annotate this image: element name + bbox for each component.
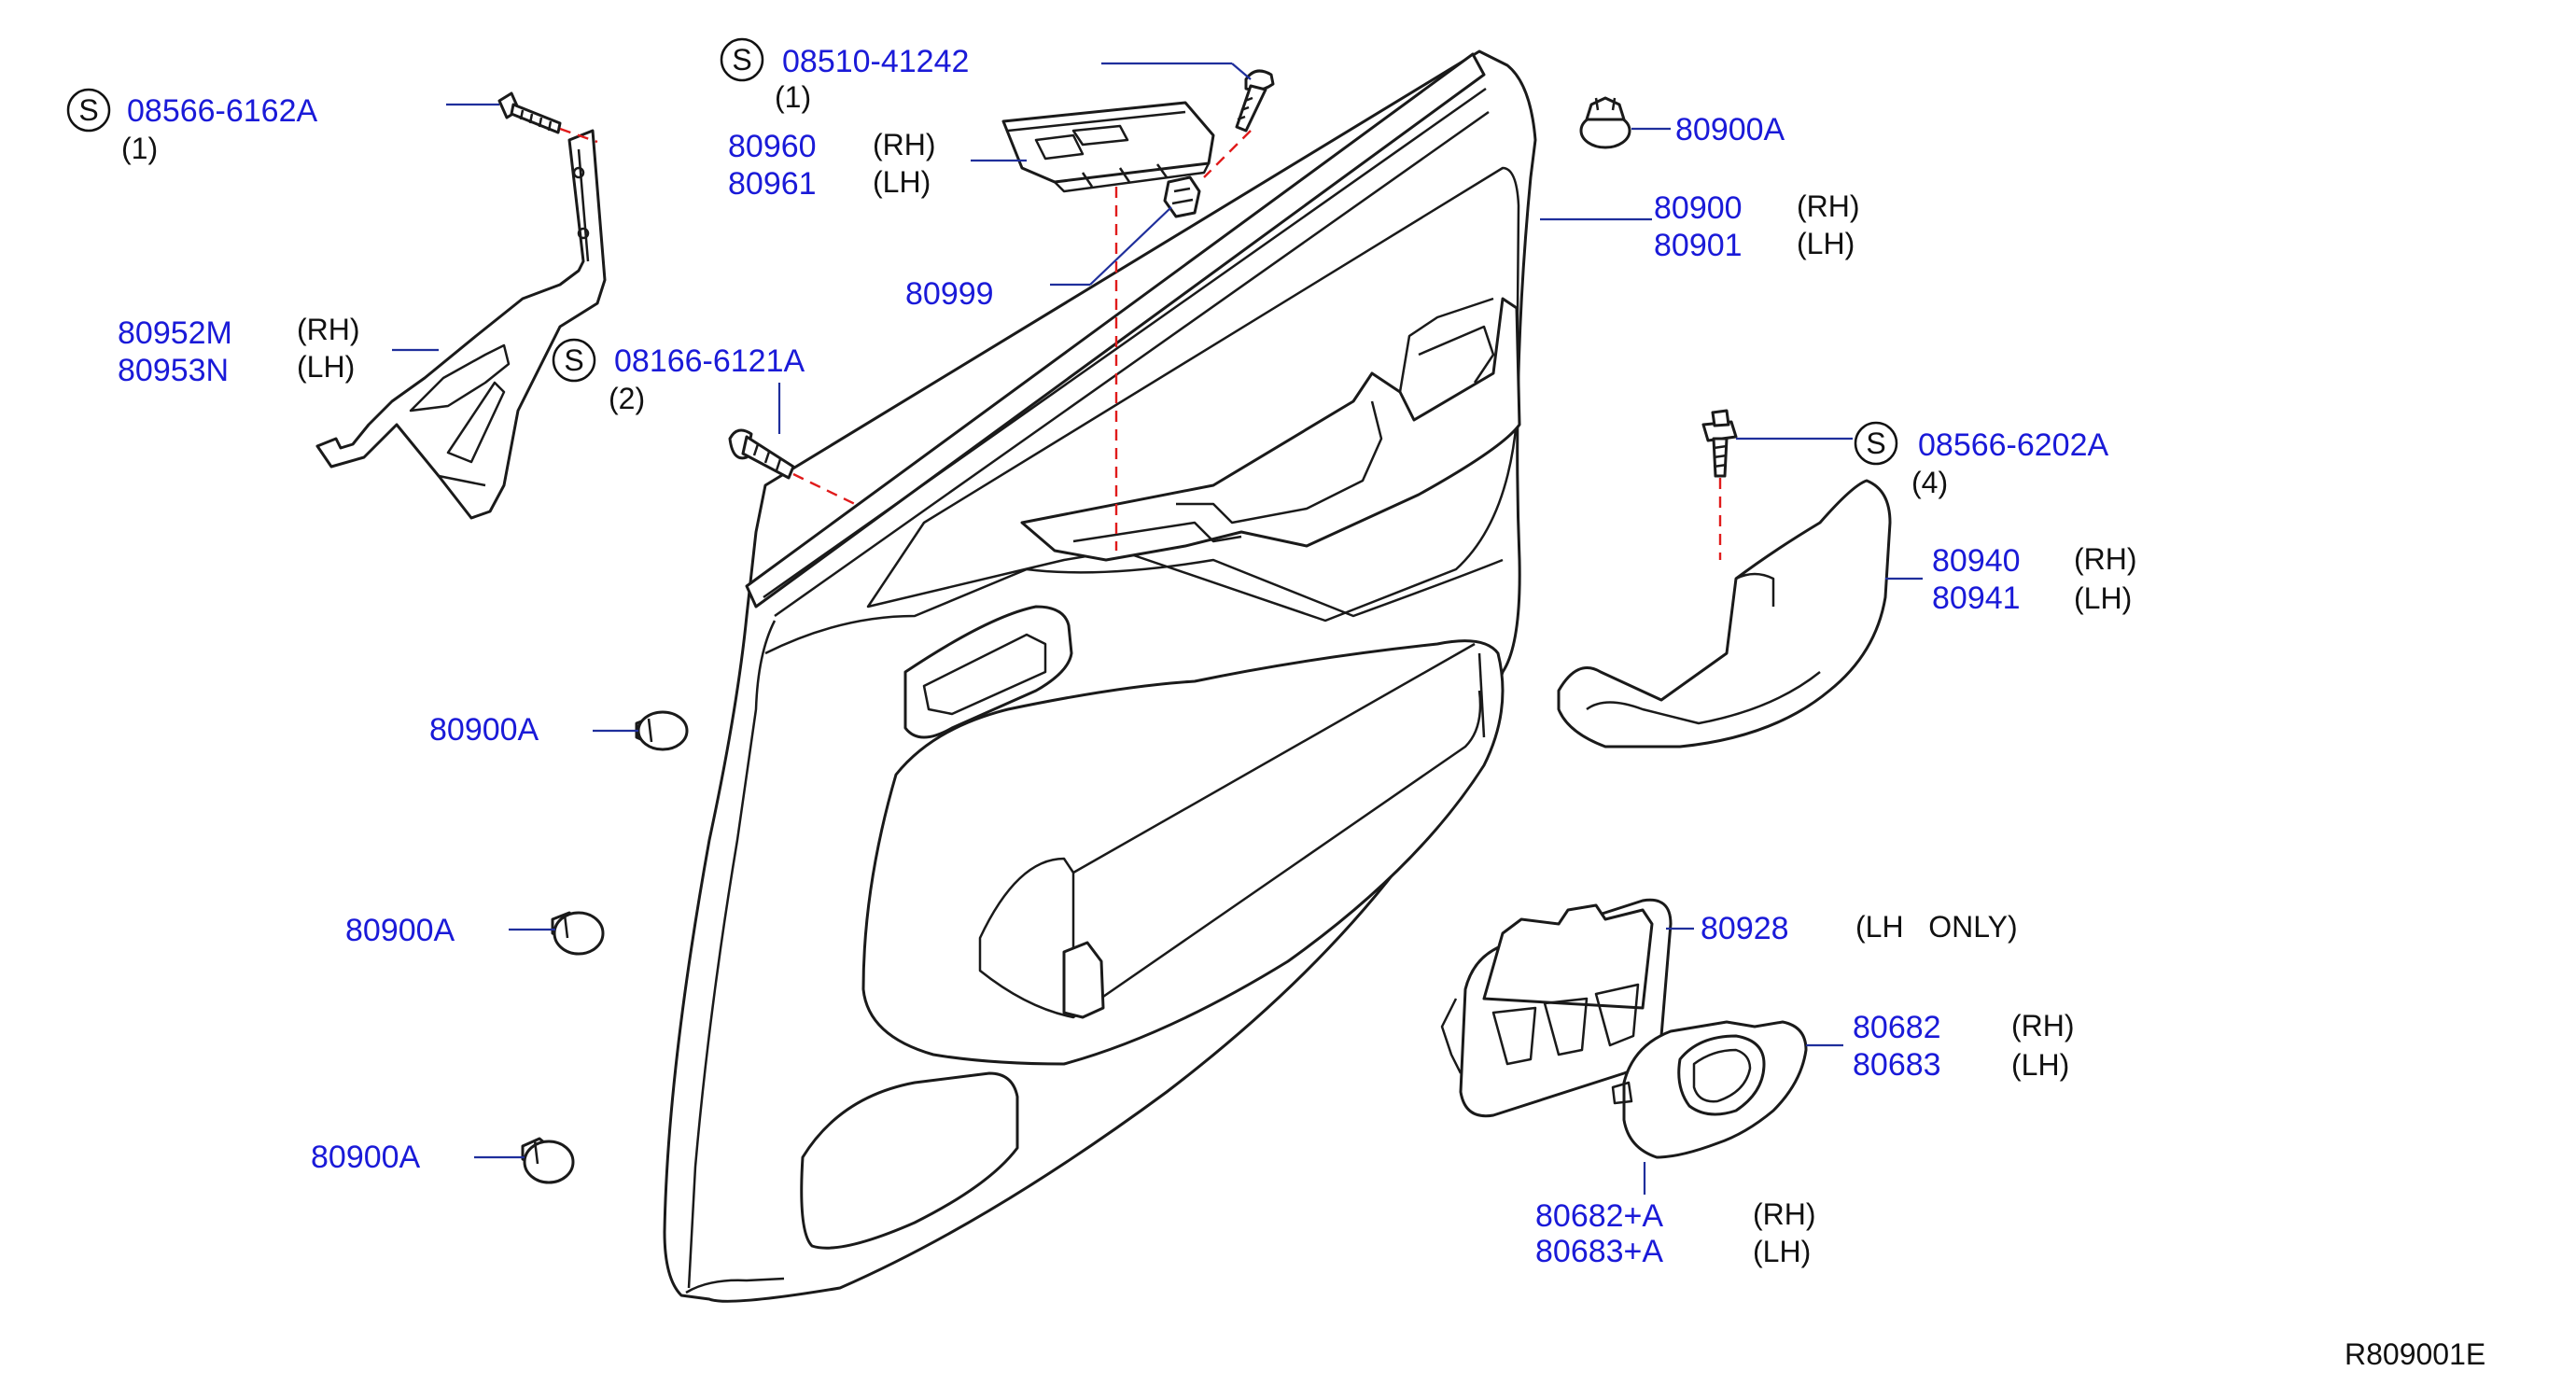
label-80928: 80928 (LH ONLY) <box>1701 910 2018 946</box>
quantity: (4) <box>1911 466 1948 499</box>
side: (LH) <box>1797 227 1855 260</box>
label-80900a-3: 80900A <box>311 1140 421 1175</box>
label-80999: 80999 <box>905 276 994 312</box>
side: (LH) <box>2074 581 2132 615</box>
s-symbol-icon <box>552 338 596 383</box>
side: (RH) <box>1753 1197 1816 1231</box>
clip-80900a-3 <box>521 1137 575 1184</box>
part-number: 80961 <box>728 166 817 202</box>
s-symbol-icon <box>1854 421 1898 466</box>
side: (RH) <box>2011 1009 2075 1042</box>
mounting-bracket <box>315 129 607 520</box>
s-symbol-icon <box>720 37 764 82</box>
label-80952m: 80952M (RH) <box>118 313 360 351</box>
screw-08566-6202a <box>1701 409 1738 478</box>
side: (RH) <box>1797 189 1860 223</box>
part-number: 80682 <box>1853 1010 1941 1045</box>
side: (LH) <box>2011 1048 2069 1082</box>
part-number: 80683 <box>1853 1047 1941 1083</box>
leader-lines <box>392 62 1923 1195</box>
part-number: 08566-6162A <box>127 93 318 129</box>
label-80961: 80961 (LH) <box>728 165 931 202</box>
armrest-80940 <box>1557 479 1892 748</box>
label-80941: 80941 (LH) <box>1932 581 2132 616</box>
part-number: 80960 <box>728 129 817 164</box>
reference-code: R809001E <box>2345 1337 2485 1371</box>
part-number: 80900A <box>1675 112 1785 147</box>
label-80953n: 80953N (LH) <box>118 350 355 388</box>
switch-bezel-80928 <box>1440 898 1673 1118</box>
switch-finisher <box>1001 101 1215 193</box>
part-number: 08510-41242 <box>782 44 969 79</box>
part-number: 80900A <box>429 712 539 748</box>
part-number: 80900 <box>1654 190 1743 226</box>
part-number: 80941 <box>1932 581 2021 616</box>
part-number: 80682+A <box>1535 1198 1663 1234</box>
label-80901: 80901 (LH) <box>1654 227 1855 263</box>
label-80683a: 80683+A (LH) <box>1535 1234 1811 1269</box>
part-number: 08166-6121A <box>614 343 805 379</box>
label-s-08566-6202a: S 08566-6202A (4) <box>1854 421 2109 499</box>
label-80940: 80940 (RH) <box>1932 542 2137 579</box>
clip-80900a-1 <box>635 710 689 751</box>
part-number: 80900A <box>311 1140 421 1175</box>
part-number: 80940 <box>1932 543 2021 579</box>
screw-08166-6121a <box>728 428 795 480</box>
label-80900a-top: 80900A <box>1675 112 1785 147</box>
quantity: (1) <box>775 80 811 114</box>
label-s-08166-6121a: S 08166-6121A (2) <box>552 338 805 415</box>
svg-text:S: S <box>564 343 583 377</box>
s-symbol-icon <box>66 88 111 133</box>
label-80900: 80900 (RH) <box>1654 189 1860 226</box>
quantity: (2) <box>609 382 645 415</box>
install-lines <box>559 127 1722 560</box>
part-number: 80901 <box>1654 228 1743 263</box>
label-80683: 80683 (LH) <box>1853 1047 2069 1083</box>
side: (LH) <box>873 165 931 199</box>
side: (RH) <box>297 313 360 346</box>
side: (LH) <box>1753 1235 1811 1268</box>
label-80900a-1: 80900A <box>429 712 539 748</box>
part-number: 80953N <box>118 353 229 388</box>
part-number: 80683+A <box>1535 1234 1663 1269</box>
clip-80900a-2 <box>551 911 605 956</box>
screw-08510-41242 <box>1235 69 1275 133</box>
label-80900a-2: 80900A <box>345 913 455 948</box>
part-number: 80900A <box>345 913 455 948</box>
part-number: 80928 <box>1701 911 1789 946</box>
side: (LH) <box>297 350 355 384</box>
part-number: 80999 <box>905 276 994 312</box>
label-80960: 80960 (RH) <box>728 128 936 164</box>
svg-text:S: S <box>78 93 98 127</box>
inside-handle-80682 <box>1611 1020 1808 1159</box>
side: (RH) <box>2074 542 2137 576</box>
svg-text:S: S <box>732 43 751 77</box>
label-s-08510-41242: S 08510-41242 (1) <box>720 37 969 114</box>
label-80682: 80682 (RH) <box>1853 1009 2075 1045</box>
screw-08566-6162a <box>497 91 562 134</box>
part-number: 80952M <box>118 315 232 351</box>
label-80682a: 80682+A (RH) <box>1535 1197 1816 1234</box>
side: (RH) <box>873 128 936 161</box>
clip-80999 <box>1163 175 1201 218</box>
label-s-08566-6162a: S 08566-6162A (1) <box>66 88 318 165</box>
part-number: 08566-6202A <box>1918 427 2109 463</box>
door-trim-panel <box>663 49 1537 1303</box>
clip-80900a-top <box>1579 96 1631 149</box>
note: (LH ONLY) <box>1855 910 2018 944</box>
svg-text:S: S <box>1866 427 1885 460</box>
quantity: (1) <box>121 132 158 165</box>
